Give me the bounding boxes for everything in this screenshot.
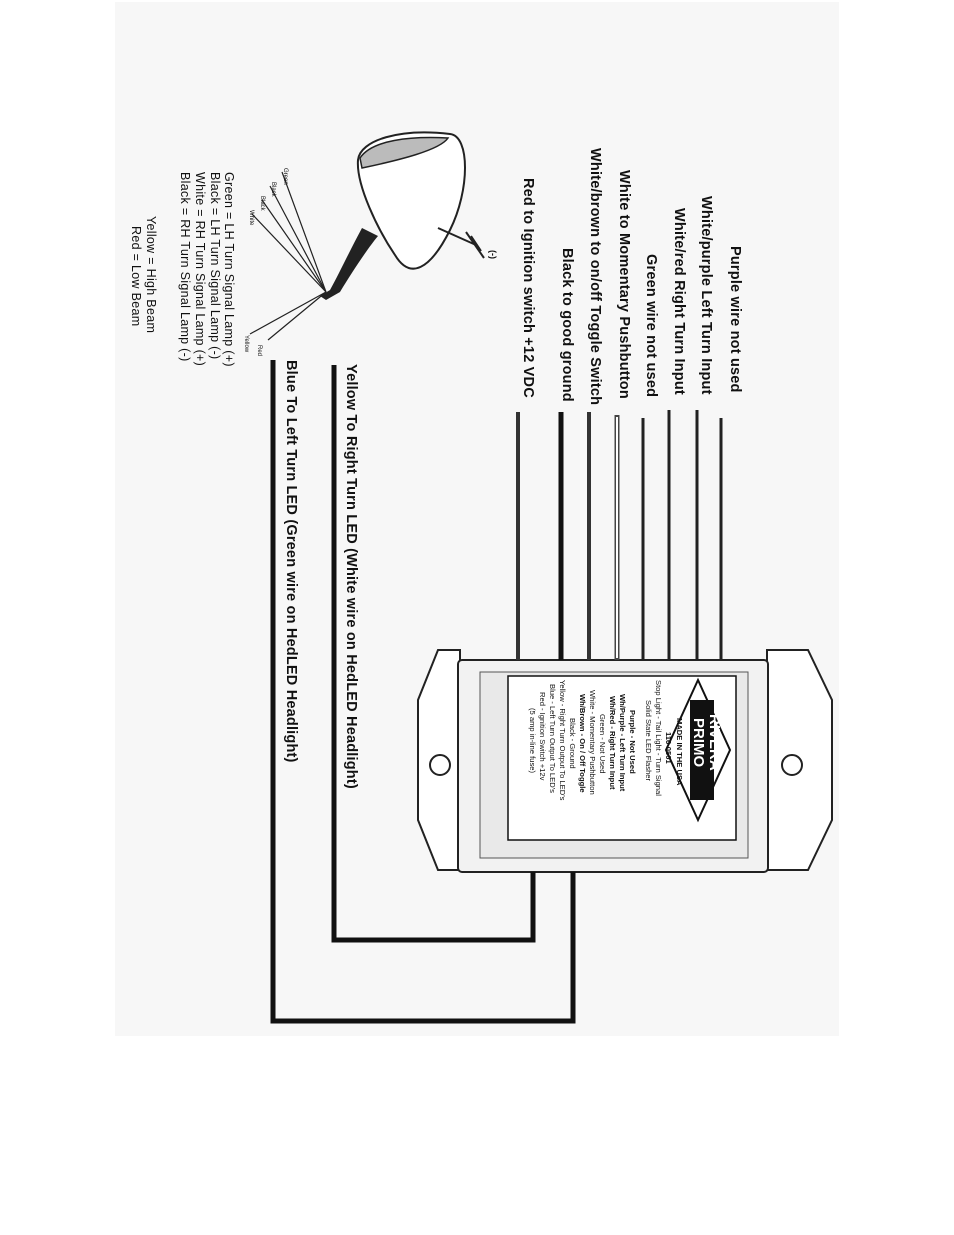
- module-brand-rivera: RIVERA: [706, 714, 723, 771]
- legend-high-beam: Yellow = High Beam: [144, 216, 158, 334]
- harness-tag-red: Red: [256, 345, 262, 357]
- input-wires: [516, 410, 723, 660]
- wire-label-white-brown: White/brown to on/off Toggle Switch: [587, 148, 603, 406]
- harness-tag-white: White: [248, 210, 254, 226]
- wire-label-white: White to Momentary Pushbutton: [616, 170, 632, 399]
- legend-green: Green = LH Turn Signal Lamp (+): [222, 172, 236, 367]
- pinout-2: Wh/Red - Right Turn Input: [608, 696, 617, 790]
- headlight: [249, 131, 485, 341]
- module-part-number: 116-0501: [664, 732, 673, 764]
- wire-label-purple: Purple wire not used: [727, 246, 743, 393]
- pinout-5: Wh/Brown - On / Off Toggle: [578, 694, 587, 793]
- headlight-shell: [356, 131, 466, 270]
- harness-tag-green: Green: [282, 168, 288, 185]
- pinout-9: Red - Ignition Switch +12v: [538, 692, 547, 781]
- wire-label-white-red: White/red Right Turn Input: [671, 208, 687, 395]
- module-title-2: Solid State LED Flasher: [644, 700, 653, 782]
- headlight-bezel: [359, 136, 450, 169]
- wire-label-black: Black to good ground: [559, 248, 575, 402]
- pinout-6: Black - Ground: [568, 718, 577, 769]
- pinout-7: Yellow - Right Turn Output To LED's: [558, 680, 567, 801]
- ground-lead: [437, 227, 477, 246]
- legend-white: White = RH Turn Signal Lamp (+): [193, 172, 207, 367]
- wire-label-green: Green wire not used: [643, 254, 659, 398]
- wire-label-red: Red to Ignition switch +12 VDC: [520, 178, 536, 398]
- harness-tag-black-1: Black: [270, 182, 276, 197]
- wire-blue-output: [270, 360, 576, 1024]
- legend-black-lh: Black = LH Turn Signal Lamp (-): [208, 172, 222, 360]
- logo-band: [690, 700, 714, 800]
- pinout-8: Blue - Left Turn Output To LED's: [548, 684, 557, 793]
- pinout-3: Green - Not Used: [598, 714, 607, 774]
- legend-black-rh: Black = RH Turn Signal Lamp (-): [178, 172, 192, 362]
- output-label-yellow: Yellow To Right Turn LED (White wire on …: [343, 364, 359, 789]
- output-label-blue: Blue To Left Turn LED (Green wire on Hed…: [283, 360, 299, 763]
- pinout-4: White - Momentary Pushbutton: [588, 690, 597, 795]
- legend-low-beam: Red = Low Beam: [129, 226, 143, 327]
- wire-yellow-output: [331, 365, 536, 943]
- ground-symbol-1: [465, 231, 485, 259]
- harness-tag-yellow: Yellow: [243, 335, 249, 353]
- pinout-1: Wh/Purple - Left Turn Input: [618, 694, 627, 792]
- pinout-0: Purple - Not Used: [628, 710, 637, 774]
- wire-label-white-purple: White/purple Left Turn Input: [698, 196, 714, 395]
- harness-tag-black-2: Black: [259, 196, 265, 211]
- module-title-1: Stop Light - Tail Light - Turn Signal: [654, 680, 663, 796]
- headlight-harness: [249, 171, 327, 341]
- module-brand-primo: PRIMO: [690, 718, 707, 768]
- mount-hole-right: [781, 754, 803, 776]
- headlight-mount: [320, 228, 378, 300]
- mount-hole-left: [429, 754, 451, 776]
- ground-label: (-): [488, 250, 498, 259]
- pinout-10: (5 amp in-line fuse): [528, 708, 537, 773]
- module-made-in: MADE IN THE USA: [675, 718, 684, 786]
- ground-symbol-2: [470, 235, 482, 252]
